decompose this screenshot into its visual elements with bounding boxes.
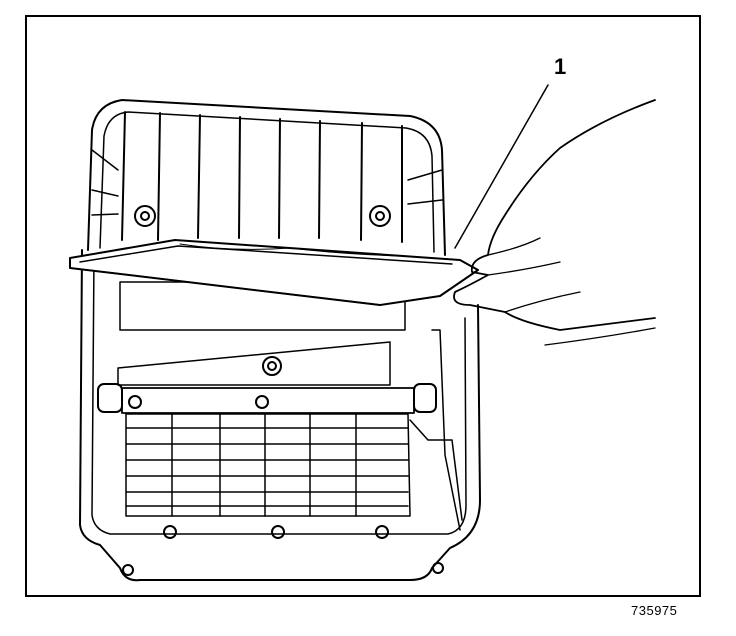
air-filter-element [70,240,478,305]
inclined-plate [118,342,390,385]
hand [454,100,655,345]
lower-screen-grid [126,414,410,516]
callout-leader [455,85,548,248]
upper-cover [88,100,445,255]
callout-label: 1 [554,54,567,79]
figure-frame [25,15,701,597]
mount-boss-right [370,206,390,226]
mount-boss-left [135,206,155,226]
figure-id: 735975 [631,603,678,618]
cross-bar [98,384,436,413]
lower-housing [80,250,480,580]
